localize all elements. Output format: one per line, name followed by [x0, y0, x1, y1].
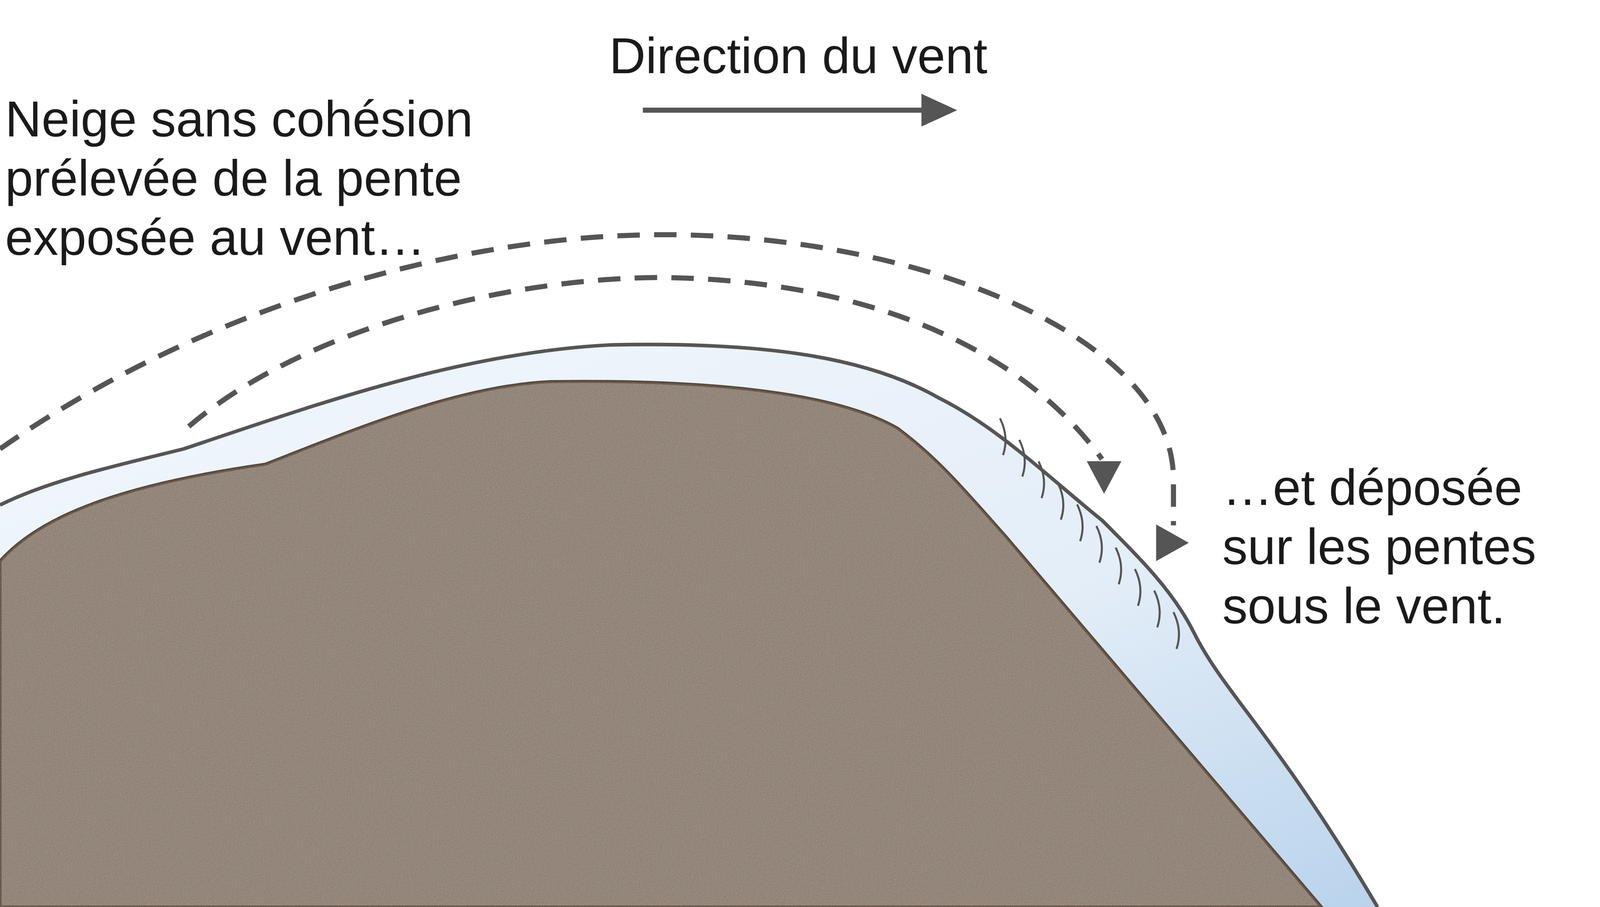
wind-ripple: [1173, 612, 1180, 649]
wind-ripple: [1115, 547, 1122, 585]
wind-ripple: [1096, 526, 1102, 563]
wind-ripple: [1019, 439, 1025, 477]
wind-ripple: [1058, 482, 1064, 520]
wind-arrow: [642, 107, 924, 113]
wind-ripple: [1038, 461, 1044, 498]
wind-ripple: [1077, 504, 1083, 542]
callout-text: Neige sans cohésion prélevée de la pente…: [5, 89, 516, 268]
snow-surface: [0, 344, 1378, 907]
transport-arrowhead: [1086, 461, 1122, 494]
wind-arrowhead: [921, 94, 958, 127]
snow-transport-path: [0, 234, 1174, 526]
wind-ripple: [1154, 590, 1160, 628]
callout-text: …et déposée sur les pentes sous le vent.: [1222, 458, 1565, 636]
wind-ripple: [1000, 418, 1006, 456]
wind-ripples: [1000, 418, 1179, 649]
wind-ripple: [1134, 568, 1141, 606]
ground-texture: [0, 381, 1322, 907]
snow-transport-path: [188, 277, 1102, 460]
wind-direction-label: Direction du vent: [609, 26, 1079, 86]
ground: [0, 381, 1322, 907]
snow-layer: [0, 344, 1378, 907]
transport-arrowhead: [1156, 524, 1189, 562]
